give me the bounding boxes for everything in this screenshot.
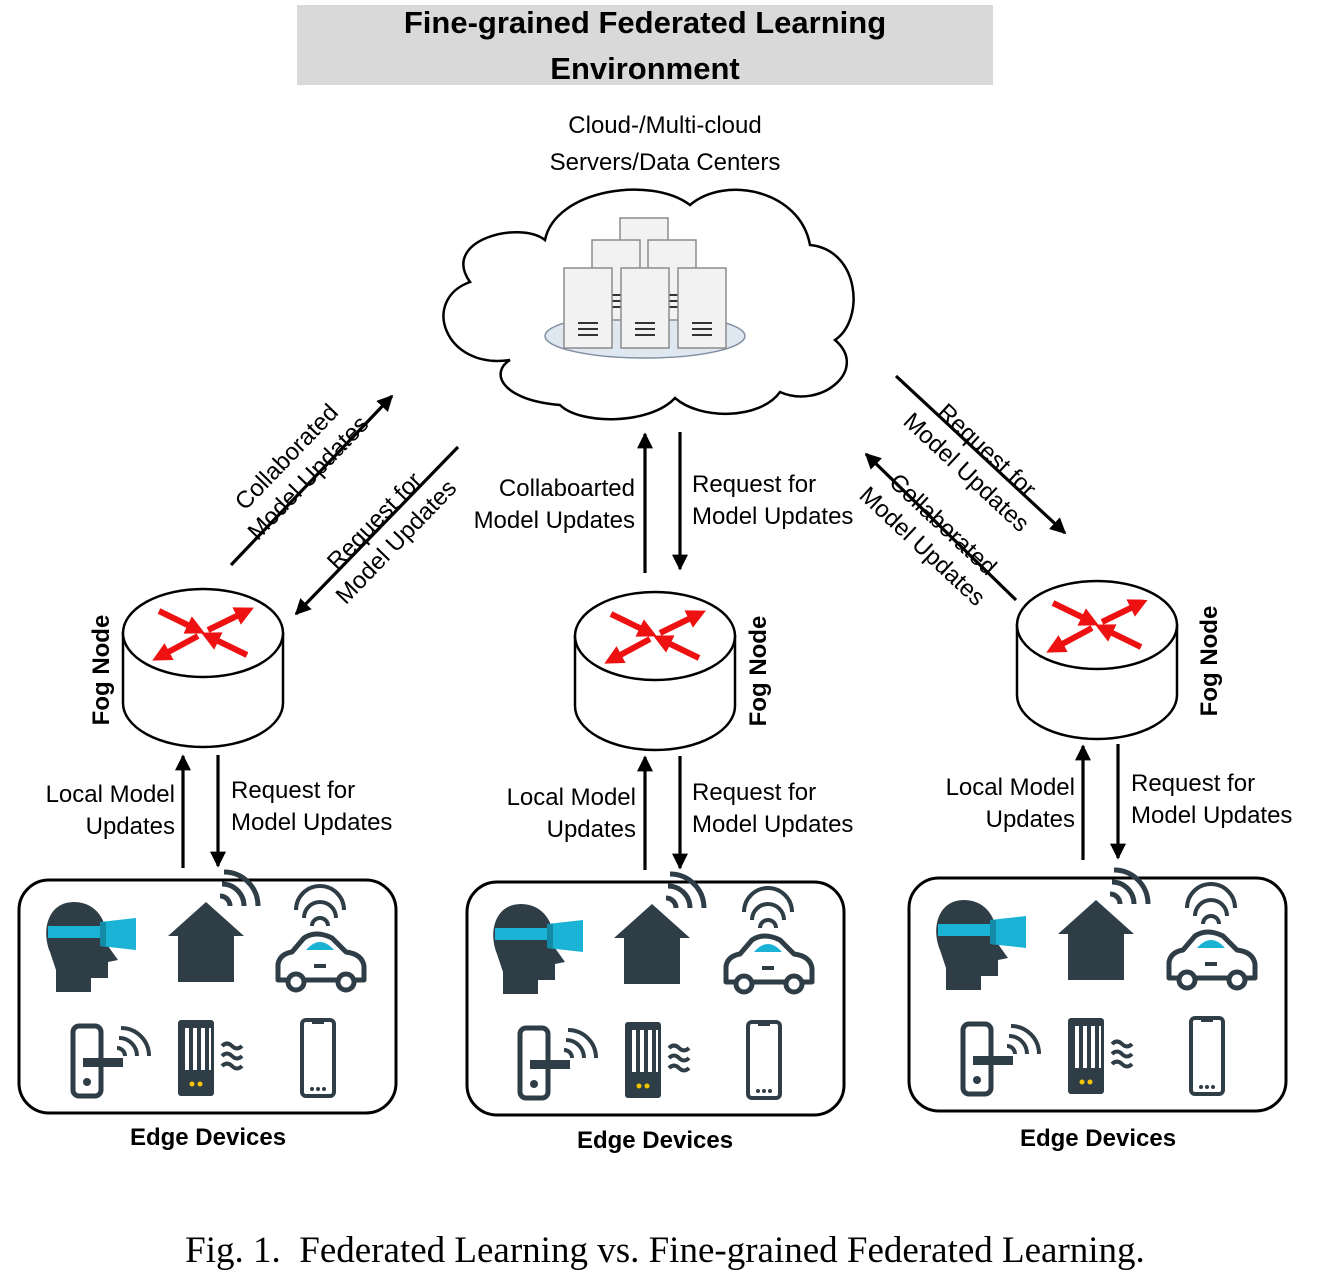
server-icon xyxy=(620,267,670,349)
center-local-line-1: Local Model xyxy=(507,784,636,811)
center-request-line-2b: Model Updates xyxy=(692,811,853,838)
fog-node-label: Fog Node xyxy=(1196,606,1223,717)
right-local-line-2: Updates xyxy=(986,806,1075,833)
cloud-label-line-2: Servers/Data Centers xyxy=(550,149,781,176)
center-local-line-2: Updates xyxy=(547,816,636,843)
center-request-line-2: Model Updates xyxy=(692,503,853,530)
router-icon xyxy=(1017,581,1177,739)
figure-caption: Fig. 1. Federated Learning vs. Fine-grai… xyxy=(185,1230,1145,1271)
fog-node-label: Fog Node xyxy=(88,615,115,726)
edge-devices-center: Edge Devices xyxy=(465,874,846,1154)
title-line-2: Environment xyxy=(550,51,739,86)
right-request-line-1b: Request for xyxy=(1131,770,1255,797)
center-request-line-1: Request for xyxy=(692,471,816,498)
left-request-line-2: Model Updates xyxy=(231,809,392,836)
center-collab-line-2: Model Updates xyxy=(474,507,635,534)
fog-node-right: Fog Node xyxy=(1017,581,1223,739)
edge-devices-label: Edge Devices xyxy=(1020,1125,1176,1152)
left-local-line-1: Local Model xyxy=(46,781,175,808)
fog-node-center: Fog Node xyxy=(575,592,772,750)
left-local-line-2: Updates xyxy=(86,813,175,840)
center-collab-line-1: Collaboarted xyxy=(499,475,635,502)
router-icon xyxy=(575,592,735,750)
left-request-arrow xyxy=(294,445,460,616)
edge-devices-label: Edge Devices xyxy=(130,1124,286,1151)
edge-devices-label: Edge Devices xyxy=(577,1127,733,1154)
left-request-line-1: Request for xyxy=(231,777,355,804)
right-request-line-2b: Model Updates xyxy=(1131,802,1292,829)
edge-devices-left: Edge Devices xyxy=(17,872,398,1151)
title-bar: Fine-grained Federated Learning Environm… xyxy=(297,5,993,86)
smartphone-icon xyxy=(1189,1016,1225,1096)
smartphone-icon xyxy=(746,1020,782,1100)
router-icon xyxy=(123,589,283,747)
fog-node-label: Fog Node xyxy=(745,616,772,727)
left-collab-label: Collaborated Model Updates xyxy=(230,399,374,546)
fog-node-left: Fog Node xyxy=(88,589,283,747)
server-icon xyxy=(677,267,727,349)
edge-devices-right: Edge Devices xyxy=(907,870,1288,1152)
center-request-line-1b: Request for xyxy=(692,779,816,806)
title-bar-background xyxy=(297,5,993,85)
server-icon xyxy=(563,267,613,349)
right-collab-arrow xyxy=(864,452,1018,602)
right-request-arrow xyxy=(894,374,1067,535)
cloud-icon xyxy=(442,188,855,421)
smartphone-icon xyxy=(300,1018,336,1098)
left-request-label: Request for Model Updates xyxy=(322,467,462,609)
title-line-1: Fine-grained Federated Learning xyxy=(404,5,886,40)
right-local-line-1: Local Model xyxy=(946,774,1075,801)
left-collab-arrow xyxy=(229,394,394,567)
cloud-label-line-1: Cloud-/Multi-cloud xyxy=(568,112,761,139)
